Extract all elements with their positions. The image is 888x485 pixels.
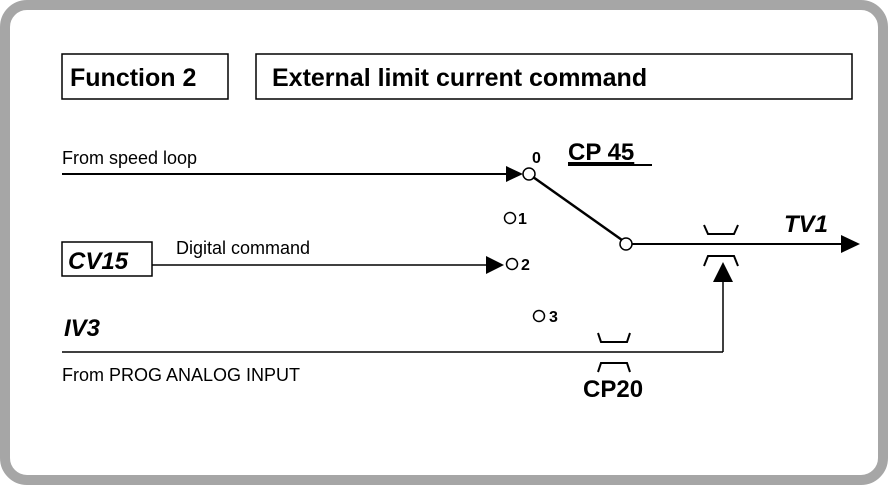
- analog-to-limiter-arrow: [713, 262, 733, 282]
- switch-arm: [532, 175, 623, 242]
- cv15-label: CV15: [68, 248, 129, 275]
- switch-terminal-2: [505, 257, 519, 271]
- position-3-label: 3: [549, 309, 558, 326]
- output-limiter-upper: [703, 224, 739, 235]
- digital-command-label: Digital command: [176, 238, 310, 258]
- output-limiter-lower: [703, 255, 739, 267]
- switch-terminal-1: [503, 211, 517, 225]
- selector-param: CP 45: [568, 139, 634, 166]
- function-label: Function 2: [70, 64, 196, 92]
- function-box: [61, 53, 229, 100]
- iv3-label: IV3: [64, 315, 101, 342]
- analog-input-label: From PROG ANALOG INPUT: [62, 365, 300, 385]
- title-box: [255, 53, 853, 100]
- output-label: TV1: [784, 211, 828, 238]
- position-0-label: 0: [532, 150, 541, 167]
- cp20-label: CP20: [583, 376, 643, 403]
- switch-common-terminal: [619, 237, 633, 251]
- diagram-title: External limit current command: [272, 64, 647, 92]
- cp20-limiter-lower: [597, 362, 631, 373]
- position-2-label: 2: [521, 257, 530, 274]
- switch-terminal-3: [532, 309, 546, 323]
- speed-loop-label: From speed loop: [62, 148, 197, 168]
- output-arrow: [841, 235, 860, 253]
- digital-command-arrow: [486, 256, 504, 274]
- cp20-limiter-upper: [597, 332, 631, 343]
- position-1-label: 1: [518, 211, 527, 228]
- switch-terminal-0: [522, 167, 536, 181]
- speed-loop-arrow: [506, 166, 523, 182]
- cv15-box: [61, 241, 153, 277]
